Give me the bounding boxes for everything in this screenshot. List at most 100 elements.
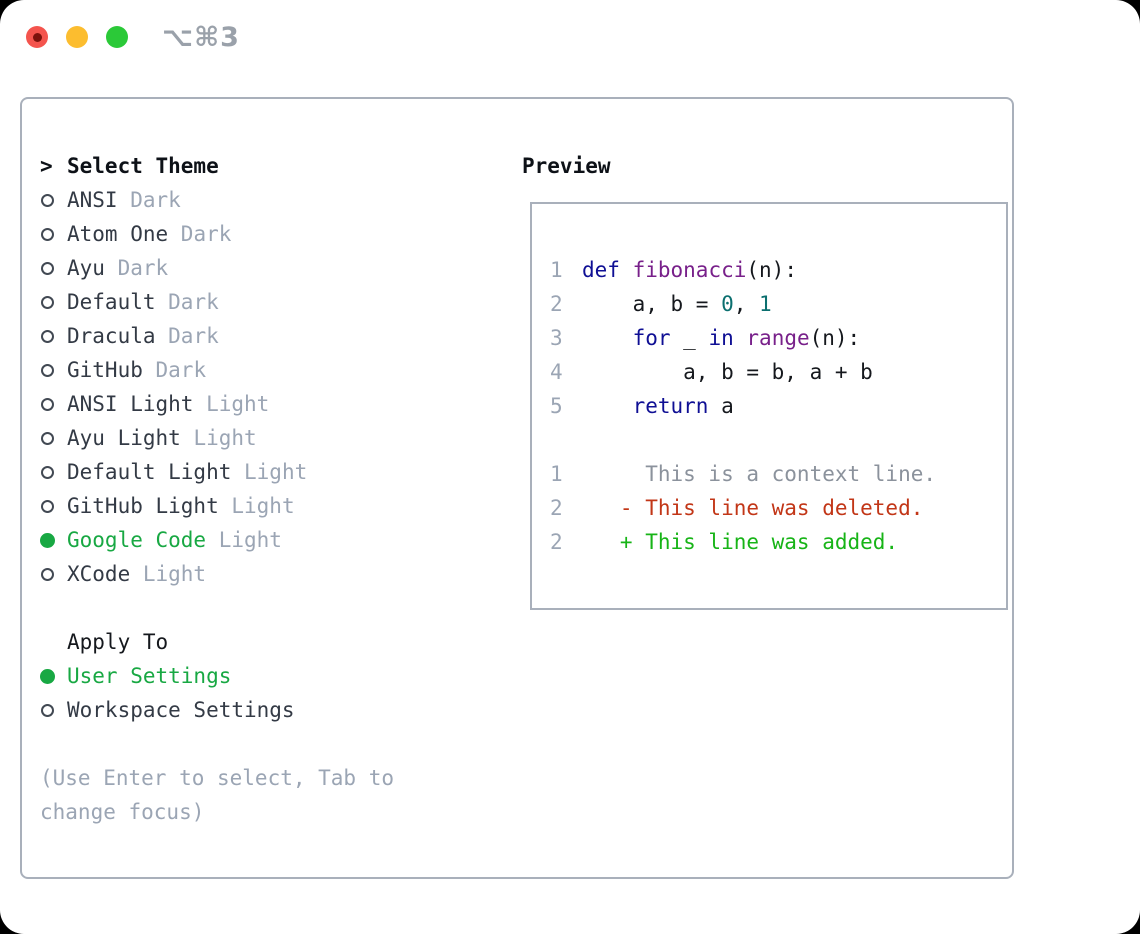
close-button[interactable]: [26, 26, 48, 48]
help-text: (Use Enter to select, Tab to change focu…: [40, 766, 395, 824]
radio-circle-icon: [41, 431, 54, 445]
theme-name: ANSI: [67, 188, 131, 212]
apply-option-label: Workspace Settings: [67, 698, 295, 722]
code-line: 1 def fibonacci(n):: [550, 253, 1006, 287]
radio-circle-icon: [41, 193, 54, 207]
theme-variant-tag: Dark: [155, 358, 207, 382]
code-line: 5 return a: [550, 389, 1006, 423]
theme-name: Dracula: [67, 324, 169, 348]
theme-name: Default: [67, 290, 169, 314]
theme-list-item[interactable]: GitHub Dark: [40, 353, 478, 387]
diff-text: - This line was deleted.: [582, 496, 924, 520]
preview-title: Preview: [522, 154, 611, 178]
theme-name: ANSI Light: [67, 392, 207, 416]
theme-variant-tag: Dark: [168, 324, 219, 348]
radio-circle-icon: [41, 261, 54, 275]
radio-circle-icon: [41, 363, 54, 377]
radio-circle-icon: [41, 465, 54, 479]
diff-text: + This line was added.: [582, 530, 899, 554]
theme-name: GitHub Light: [67, 494, 232, 518]
radio-circle-icon: [40, 668, 55, 684]
apply-to-option[interactable]: User Settings: [40, 659, 478, 693]
code-text: return a: [632, 394, 734, 418]
radio-circle-icon: [41, 329, 54, 343]
line-number: 1: [550, 258, 563, 282]
diff-line: 1 This is a context line.: [550, 457, 1006, 491]
line-number: 3: [550, 326, 563, 350]
theme-list-item[interactable]: GitHub Light Light: [40, 489, 478, 523]
diff-line: 2 + This line was added.: [550, 525, 1006, 559]
radio-circle-icon: [41, 499, 54, 513]
theme-variant-tag: Light: [193, 426, 257, 450]
apply-to-title: Apply To: [67, 630, 169, 654]
maximize-button[interactable]: [106, 26, 128, 48]
theme-variant-tag: Dark: [168, 290, 219, 314]
radio-circle-icon: [41, 397, 54, 411]
theme-variant-tag: Dark: [180, 222, 232, 246]
window-shortcut-label: ⌥⌘3: [162, 21, 240, 53]
code-line: 4 a, b = b, a + b: [550, 355, 1006, 389]
code-text: def fibonacci(n):: [582, 258, 797, 282]
code-text: a, b = b, a + b: [582, 360, 873, 384]
theme-list-item[interactable]: Ayu Light Light: [40, 421, 478, 455]
theme-list-item[interactable]: Default Light Light: [40, 455, 478, 489]
preview-column: Preview 1 def fibonacci(n): 2 a, b = 0, …: [522, 149, 1008, 610]
theme-name: Ayu: [67, 256, 118, 280]
line-number: 4: [550, 360, 563, 384]
close-dot-icon: [32, 32, 42, 42]
diff-preview: 1 This is a context line. 2 - This line …: [550, 457, 1006, 559]
theme-name: GitHub: [67, 358, 156, 382]
select-theme-title: Select Theme: [67, 154, 219, 178]
minimize-button[interactable]: [66, 26, 88, 48]
theme-list-item[interactable]: XCode Light: [40, 557, 478, 591]
theme-name: XCode: [67, 562, 143, 586]
code-preview: 1 def fibonacci(n): 2 a, b = 0, 1 3 for …: [550, 253, 1006, 423]
radio-circle-icon: [41, 227, 54, 241]
radio-circle-icon: [41, 567, 54, 581]
titlebar: ⌥⌘3: [26, 22, 240, 53]
line-number: 1: [550, 462, 563, 486]
theme-variant-tag: Dark: [117, 256, 169, 280]
radio-circle-icon: [41, 703, 54, 717]
theme-list-item[interactable]: Atom One Dark: [40, 217, 478, 251]
theme-variant-tag: Light: [218, 528, 282, 552]
apply-to-option[interactable]: Workspace Settings: [40, 693, 478, 727]
theme-selector-panel: > Select Theme ANSI Dark Atom One Dark A…: [20, 97, 1014, 879]
theme-name: Ayu Light: [67, 426, 194, 450]
theme-variant-tag: Light: [142, 562, 207, 586]
line-number: 2: [550, 530, 563, 554]
apply-to-header: Apply To: [40, 625, 478, 659]
theme-list-item[interactable]: Dracula Dark: [40, 319, 478, 353]
code-text: a, b = 0, 1: [582, 292, 772, 316]
radio-circle-icon: [40, 532, 55, 548]
preview-code-box: 1 def fibonacci(n): 2 a, b = 0, 1 3 for …: [530, 202, 1008, 610]
line-number: 2: [550, 496, 563, 520]
cursor-icon: >: [40, 154, 53, 178]
theme-name: Atom One: [67, 222, 181, 246]
radio-circle-icon: [41, 295, 54, 309]
code-line: 3 for _ in range(n):: [550, 321, 1006, 355]
apply-to-options: User Settings Workspace Settings: [40, 659, 478, 727]
theme-list-item[interactable]: ANSI Dark: [40, 183, 478, 217]
theme-variant-tag: Dark: [130, 188, 181, 212]
select-theme-header: > Select Theme: [40, 149, 478, 183]
theme-variant-tag: Light: [206, 392, 270, 416]
diff-text: This is a context line.: [582, 462, 937, 486]
theme-variant-tag: Light: [231, 494, 295, 518]
theme-list-item[interactable]: Ayu Dark: [40, 251, 478, 285]
code-line: 2 a, b = 0, 1: [550, 287, 1006, 321]
theme-list-item[interactable]: ANSI Light Light: [40, 387, 478, 421]
theme-name: Default Light: [67, 460, 245, 484]
theme-list-item[interactable]: Default Dark: [40, 285, 478, 319]
apply-to-section: Apply To User Settings Workspace Setting…: [40, 625, 478, 727]
theme-list-column: > Select Theme ANSI Dark Atom One Dark A…: [40, 149, 478, 829]
diff-line: 2 - This line was deleted.: [550, 491, 1006, 525]
theme-name: Google Code: [67, 528, 219, 552]
line-number: 2: [550, 292, 563, 316]
code-text: for _ in range(n):: [632, 326, 861, 350]
theme-list-item[interactable]: Google Code Light: [40, 523, 478, 557]
apply-option-label: User Settings: [67, 664, 232, 688]
theme-list: ANSI Dark Atom One Dark Ayu Dark Default…: [40, 183, 478, 591]
line-number: 5: [550, 394, 563, 418]
